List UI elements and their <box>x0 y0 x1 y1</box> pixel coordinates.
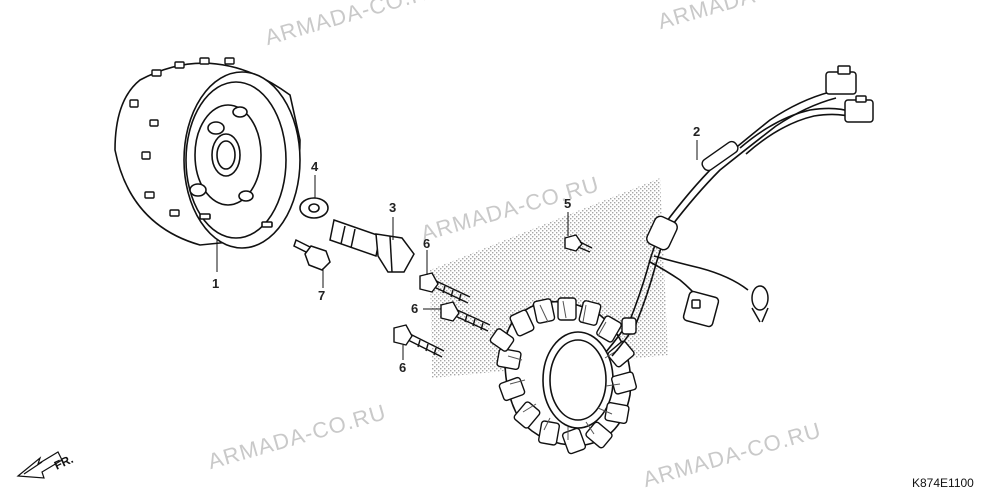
harness-sleeve <box>621 140 739 335</box>
callout-part-3: 3 <box>389 200 397 215</box>
flywheel-bolt <box>329 219 415 273</box>
callout-part-2: 2 <box>693 124 701 139</box>
leader-lines <box>216 140 698 360</box>
harness-connectors <box>682 65 874 328</box>
stator-bolt-top <box>419 272 471 304</box>
front-arrow <box>16 451 63 479</box>
stator-bolt-middle <box>440 301 491 332</box>
callout-part-7: 7 <box>318 288 326 303</box>
callout-part-6: 6 <box>399 360 407 375</box>
callout-part-6: 6 <box>423 236 431 251</box>
stator-bolt-bottom <box>393 324 445 358</box>
diagram-code: K874E1100 <box>912 476 974 490</box>
washer <box>299 197 329 219</box>
stator-teeth <box>489 297 637 455</box>
clamp-screw <box>564 234 593 253</box>
small-bolt <box>293 238 331 271</box>
callout-part-5: 5 <box>564 196 572 211</box>
callout-part-4: 4 <box>311 159 319 174</box>
stator-winding-lines <box>507 300 621 440</box>
callout-part-1: 1 <box>212 276 220 291</box>
flywheel-slots <box>129 57 235 217</box>
flywheel-rotor <box>114 62 301 249</box>
callout-part-6: 6 <box>411 301 419 316</box>
